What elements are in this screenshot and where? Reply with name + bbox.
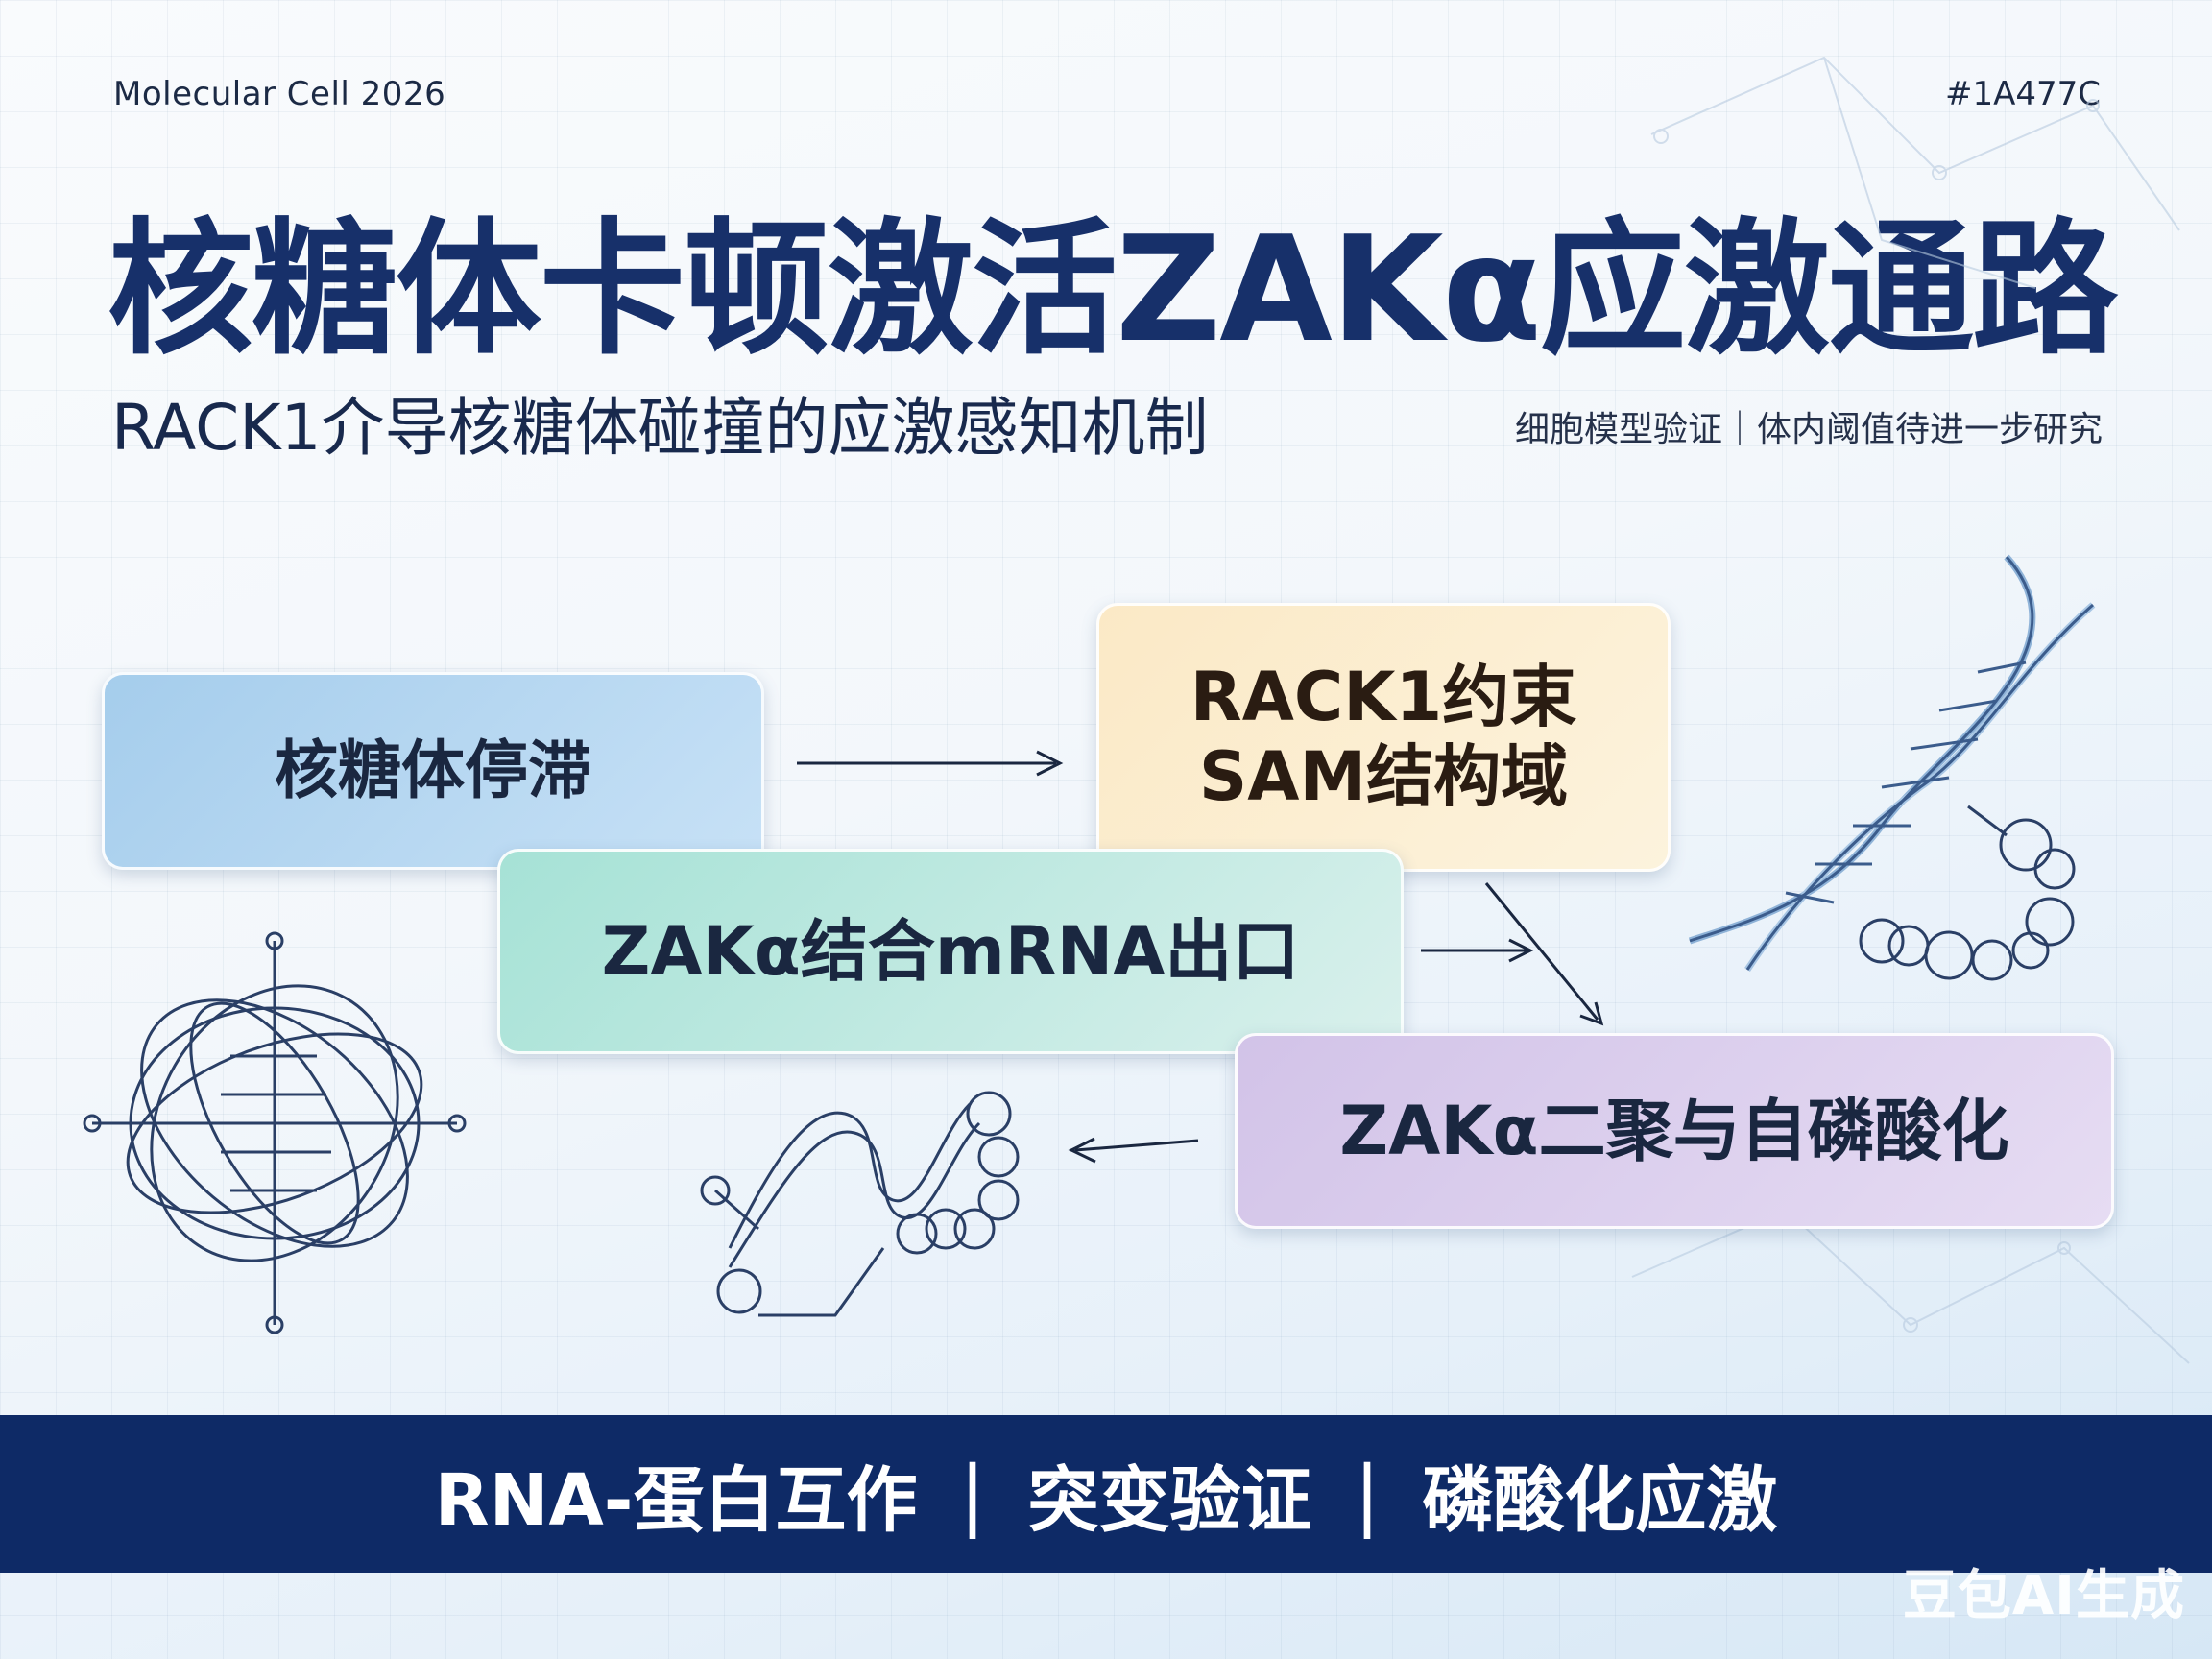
watermark: 豆包AI生成 xyxy=(1902,1565,2185,1627)
molecule-icon xyxy=(1859,805,2076,981)
footer-separator: | xyxy=(1354,1449,1381,1539)
flow-step-label: ZAKα二聚与自磷酸化 xyxy=(1339,1091,2009,1170)
page-subtitle: RACK1介导核糖体碰撞的应激感知机制 xyxy=(111,391,1209,465)
flow-step-label: 核糖体停滞 xyxy=(275,733,591,808)
flow-step-ribosome-stall: 核糖体停滞 xyxy=(102,672,764,870)
network-decoration xyxy=(1631,56,2190,1364)
rna-strand-icon xyxy=(700,1091,1020,1317)
arrow-icon xyxy=(797,750,1064,777)
footer-item: 突变验证 xyxy=(1027,1458,1312,1542)
journal-label: Molecular Cell 2026 xyxy=(113,75,446,113)
ribosome-icon xyxy=(83,931,467,1334)
flow-arrows xyxy=(797,750,1604,1164)
arrow-icon xyxy=(1068,1137,1199,1164)
validation-note: 细胞模型验证｜体内阈值待进一步研究 xyxy=(1514,410,2103,449)
color-code-label: #1A477C xyxy=(1944,75,2101,113)
flow-step-label-line2: SAM结构域 xyxy=(1198,737,1569,816)
flow-step-label-line1: RACK1约束 xyxy=(1190,658,1577,737)
dna-helix-icon xyxy=(1688,554,2096,972)
page-title: 核糖体卡顿激活ZAKα应激通路 xyxy=(108,204,2118,374)
footer-band: RNA-蛋白互作 | 突变验证 | 磷酸化应激 xyxy=(0,1415,2212,1573)
flow-step-zak-dimerization: ZAKα二聚与自磷酸化 xyxy=(1235,1033,2114,1229)
flow-step-label: ZAKα结合mRNA出口 xyxy=(601,911,1300,991)
arrow-icon xyxy=(1484,882,1604,1026)
flow-step-zak-binding: ZAKα结合mRNA出口 xyxy=(497,849,1404,1054)
footer-item: RNA-蛋白互作 xyxy=(434,1458,918,1542)
arrow-icon xyxy=(1421,938,1534,963)
flow-step-rack1-sam: RACK1约束 SAM结构域 xyxy=(1096,603,1671,872)
footer-item: 磷酸化应激 xyxy=(1422,1458,1778,1542)
footer-separator: | xyxy=(959,1449,986,1539)
